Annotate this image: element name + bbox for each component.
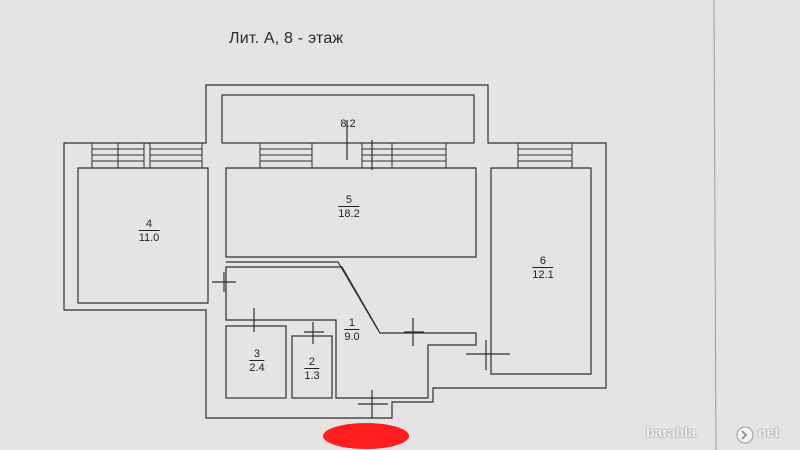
watermark-suffix: net (758, 424, 779, 440)
room-3-wall (225, 325, 287, 399)
room-1-area: 9.0 (344, 329, 360, 343)
outer-wall (63, 84, 607, 419)
redaction-mark (323, 423, 409, 449)
window-room-4-right (149, 142, 203, 169)
window-room-5-left (259, 142, 313, 169)
page-margin-line (713, 0, 717, 450)
window-room-5-right (361, 142, 447, 169)
room-4-label: 4 11.0 (138, 218, 160, 244)
room-3-number: 3 (253, 348, 261, 360)
room-5-area: 18.2 (338, 206, 360, 220)
room-balcony-area: 8.2 (340, 118, 356, 130)
room-1-number: 1 (348, 317, 356, 329)
room-3-label: 3 2.4 (249, 348, 265, 374)
walls (63, 84, 607, 419)
corridor-inner-wall (226, 261, 379, 331)
balcony-wall (221, 94, 475, 144)
room-6-area: 12.1 (532, 267, 554, 281)
room-3-area: 2.4 (249, 360, 265, 374)
room-2-number: 2 (308, 356, 316, 368)
room-5-number: 5 (345, 194, 353, 206)
room-2-wall (291, 335, 333, 399)
room-balcony-label: 8.2 (340, 118, 355, 130)
room-1-label: 1 9.0 (344, 317, 360, 343)
page-title: Лит. А, 8 - этаж (229, 30, 344, 47)
watermark-text: barahla (646, 424, 696, 440)
room-6-number: 6 (539, 255, 547, 267)
room-5-label: 5 18.2 (338, 194, 360, 220)
windows (91, 142, 573, 169)
room-4-number: 4 (145, 218, 153, 230)
room-4-area: 11.0 (138, 230, 160, 244)
watermark-logo-icon (736, 426, 754, 444)
room-6-label: 6 12.1 (532, 255, 554, 281)
room-2-area: 1.3 (304, 368, 320, 382)
window-room-6 (517, 142, 573, 169)
window-room-4-left (91, 142, 145, 169)
room-2-label: 2 1.3 (304, 356, 320, 382)
